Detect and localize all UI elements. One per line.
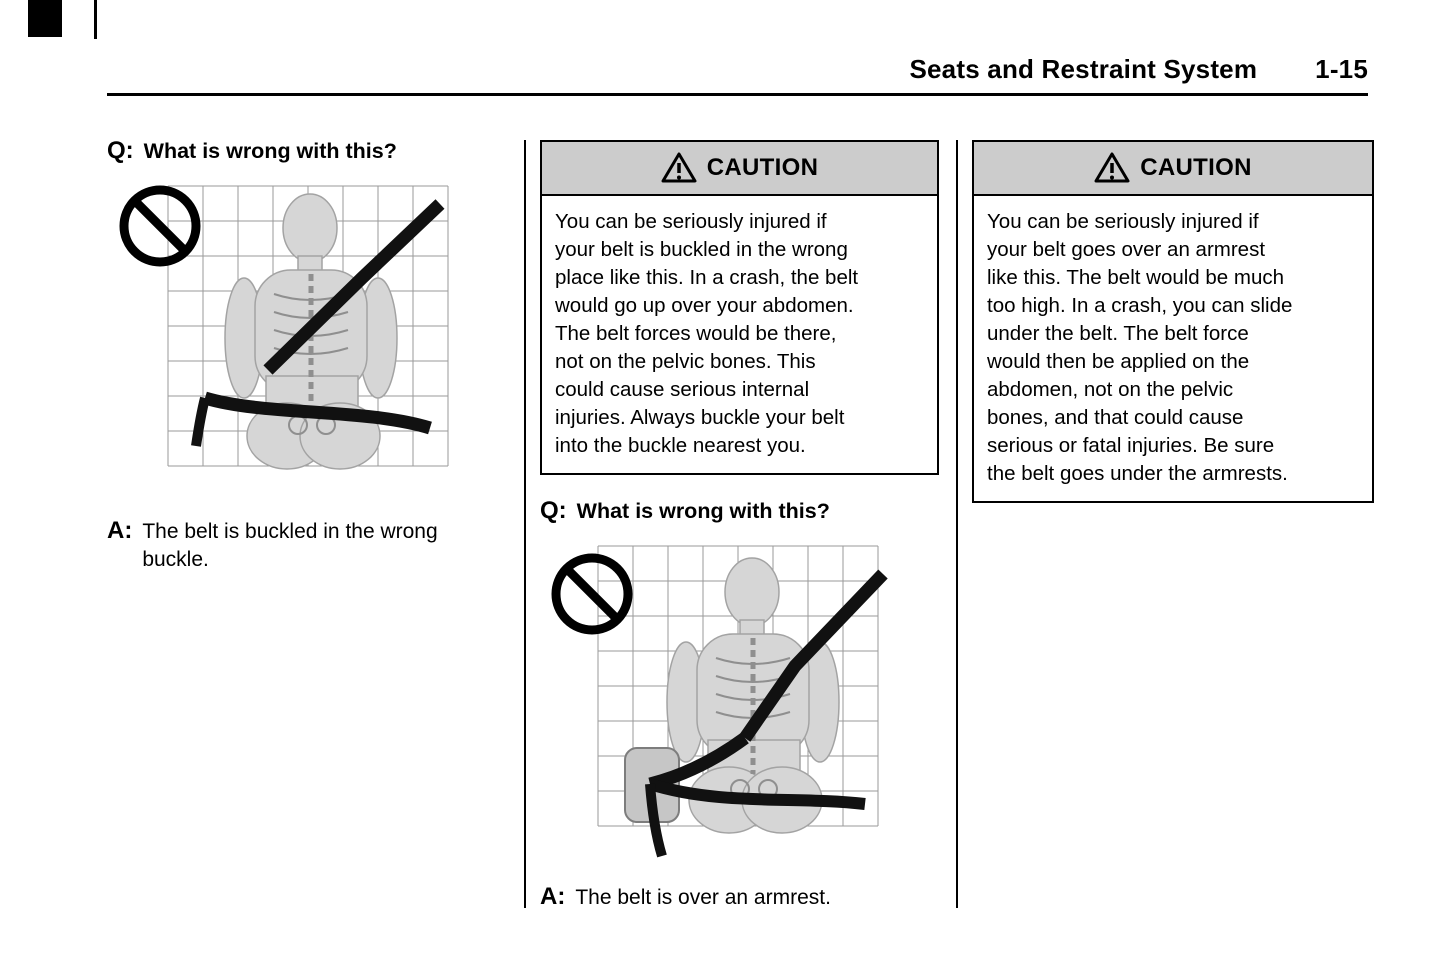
seat-belt (645, 569, 888, 858)
scan-artifact-line (94, 0, 97, 39)
question-text: What is wrong with this? (576, 499, 830, 523)
skeleton-detail (273, 274, 349, 435)
left-answer: A: The belt is buckled in the wrong buck… (107, 518, 517, 574)
question-label: Q: (540, 497, 567, 524)
answer-label: A: (107, 517, 133, 544)
caution-body-text: You can be seriously injured if your bel… (555, 210, 859, 457)
question-text: What is wrong with this? (143, 139, 397, 163)
belt-wrong-buckle-illustration (119, 185, 449, 470)
caution-title: CAUTION (706, 154, 819, 181)
page-title: Seats and Restraint System (909, 54, 1258, 84)
warning-triangle-icon (1094, 152, 1130, 183)
caution-box-wrong-buckle: CAUTION You can be seriously injured if … (540, 140, 939, 475)
belt-over-armrest-illustration (551, 545, 888, 858)
caution-box-over-armrest: CAUTION You can be seriously injured if … (972, 140, 1374, 503)
no-symbol-icon (119, 185, 201, 267)
question-label: Q: (107, 137, 134, 164)
answer-text: The belt is over an armrest. (575, 886, 831, 909)
scan-artifact-bar (28, 0, 62, 37)
seat-belt (191, 199, 445, 447)
column-divider-right (956, 140, 958, 908)
caution-title: CAUTION (1140, 154, 1252, 181)
answer-label: A: (540, 883, 566, 910)
caution-header: CAUTION (974, 142, 1372, 196)
column-divider-left (524, 140, 526, 908)
caution-body-text: You can be seriously injured if your bel… (987, 210, 1293, 485)
middle-answer: A: The belt is over an armrest. (540, 884, 940, 912)
caution-header: CAUTION (542, 142, 937, 196)
left-question: Q: What is wrong with this? (107, 138, 517, 164)
belt-wrong-buckle-figure (110, 178, 505, 498)
no-symbol-icon (551, 553, 633, 635)
warning-triangle-icon (661, 152, 697, 183)
belt-over-armrest-figure (540, 538, 935, 868)
header-rule (107, 93, 1368, 96)
page-header: Seats and Restraint System 1-15 (107, 54, 1368, 85)
page-number: 1-15 (1315, 54, 1368, 84)
answer-text: The belt is buckled in the wrong buckle. (142, 520, 438, 571)
middle-question: Q: What is wrong with this? (540, 498, 940, 524)
